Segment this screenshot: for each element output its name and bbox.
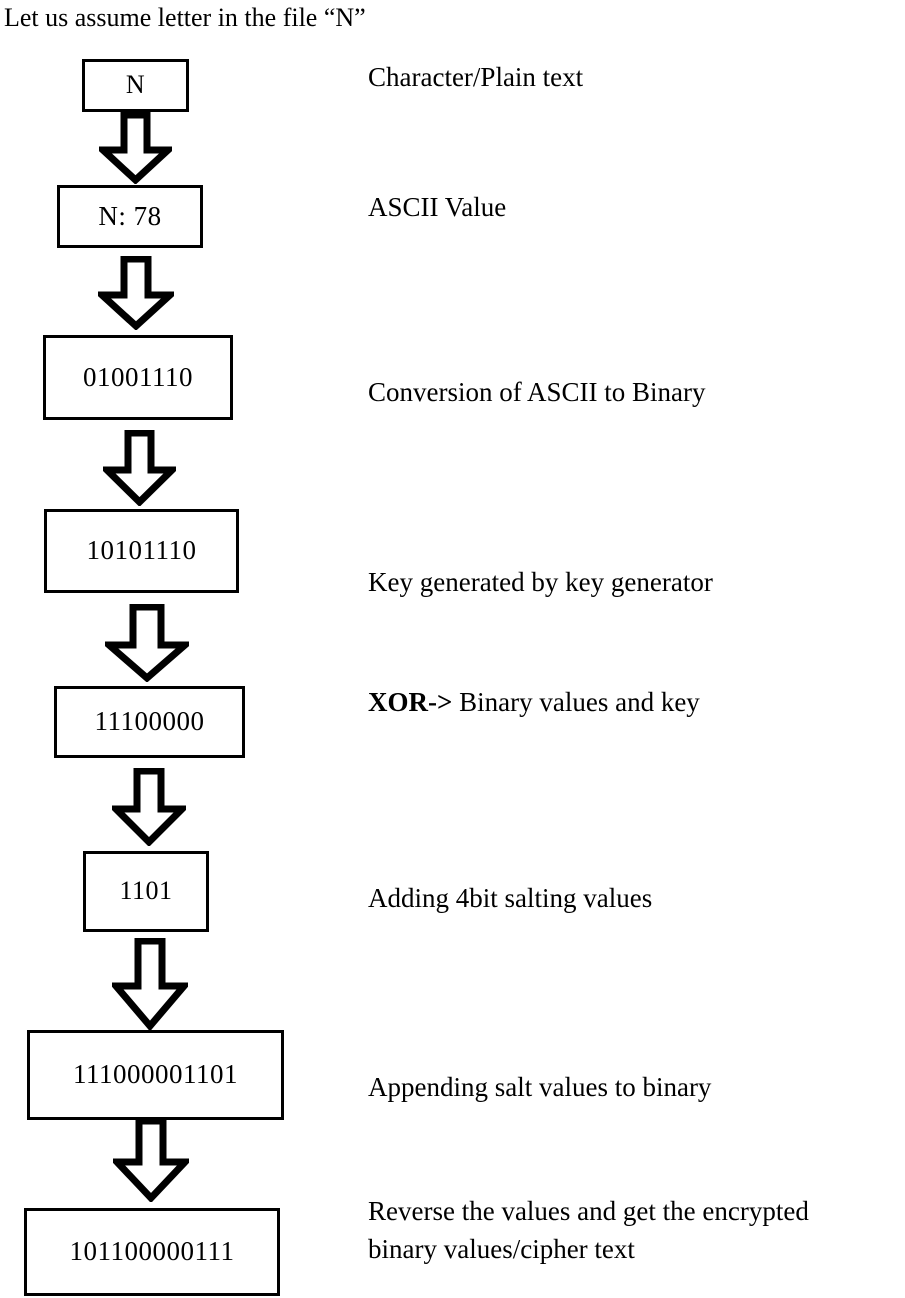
flow-node-binary: 01001110 [43,335,233,420]
flow-node-value: 01001110 [83,361,193,392]
step-label-key: Key generated by key generator [368,567,713,597]
arrow-down-icon-4 [105,604,189,682]
flow-node-plain-text: N [82,59,189,112]
step-label-binary: Conversion of ASCII to Binary [368,377,706,407]
flow-node-value: 11100000 [94,706,205,737]
flow-node-value: 101100000111 [69,1236,235,1267]
step-label-salted-binary: Appending salt values to binary [368,1072,712,1102]
step-label-cipher-line1: Reverse the values and get the encrypted [368,1196,809,1226]
flow-node-value: 1101 [119,876,173,906]
flow-node-key: 10101110 [44,509,239,593]
step-label-ascii-value: ASCII Value [368,192,507,222]
step-label-xor-bold: XOR-> [368,687,453,717]
step-label-plain-text: Character/Plain text [368,62,584,92]
diagram-caption: Let us assume letter in the file “N” [4,3,366,32]
flow-node-salt: 1101 [83,851,209,932]
arrow-down-icon-2 [98,256,174,330]
arrow-down-icon-1 [99,112,172,184]
flow-node-value: N [125,70,146,100]
step-label-cipher-line2: binary values/cipher text [368,1234,635,1264]
flow-node-value: N: 78 [98,200,162,231]
arrow-down-icon-7 [113,1118,189,1202]
flow-node-value: 111000001101 [73,1059,238,1090]
arrow-down-icon-5 [112,768,186,846]
arrow-down-icon-3 [103,430,176,506]
step-label-cipher-text: Reverse the values and get the encrypted… [368,1192,905,1268]
step-label-salt: Adding 4bit salting values [368,883,653,913]
flow-node-value: 10101110 [86,535,197,566]
flow-node-xor-result: 11100000 [54,686,245,758]
flow-node-cipher-text: 101100000111 [24,1208,280,1296]
step-label-xor-rest: Binary values and key [452,687,700,717]
flow-node-ascii-value: N: 78 [57,185,203,248]
step-label-xor: XOR-> Binary values and key [368,683,905,721]
arrow-down-icon-6 [112,938,188,1030]
flow-node-salted-binary: 111000001101 [27,1030,284,1120]
